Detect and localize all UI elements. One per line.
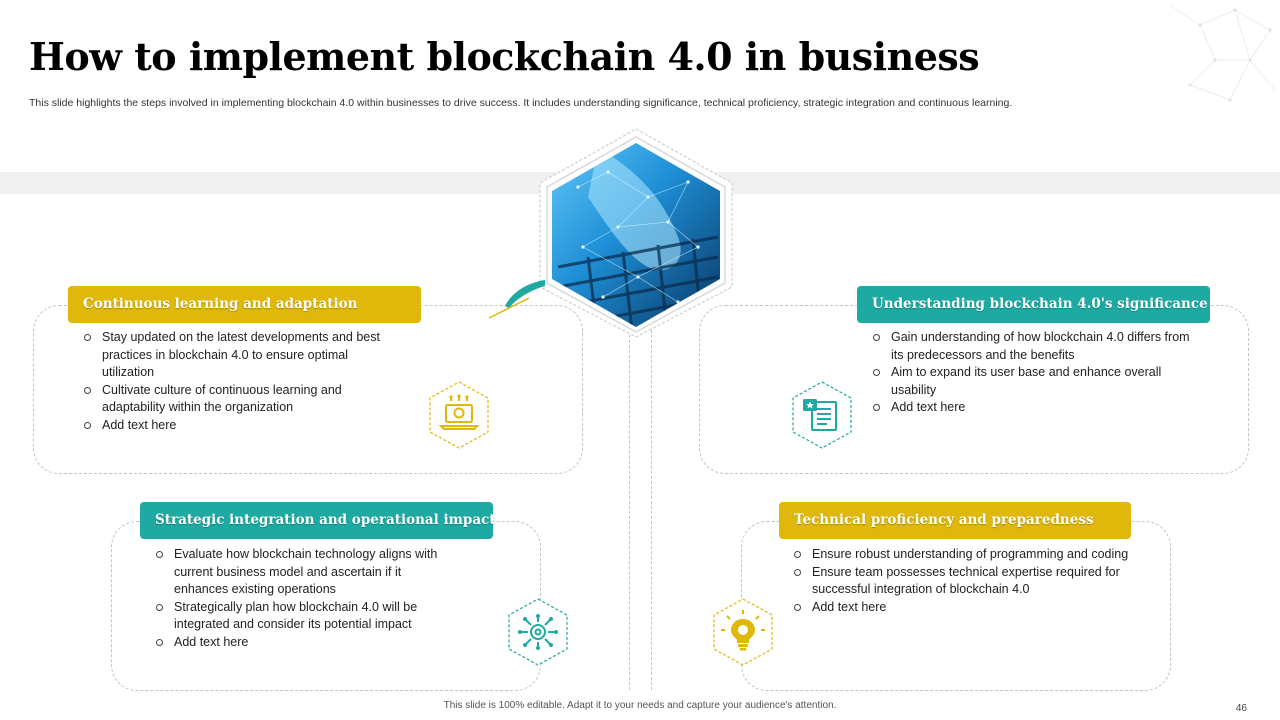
bullets-technical-proficiency: Ensure robust understanding of programmi… — [794, 546, 1134, 616]
documents-icon — [792, 381, 852, 449]
page-title: How to implement blockchain 4.0 in busin… — [29, 34, 980, 79]
bullets-strategic-integration: Evaluate how blockchain technology align… — [156, 546, 446, 652]
list-item: Stay updated on the latest developments … — [84, 329, 384, 382]
gear-network-icon — [508, 598, 568, 666]
list-item: Ensure team possesses technical expertis… — [794, 564, 1134, 599]
list-item: Ensure robust understanding of programmi… — [794, 546, 1134, 564]
list-item: Strategically plan how blockchain 4.0 wi… — [156, 599, 446, 634]
connector-line-left — [629, 330, 630, 690]
heading-technical-proficiency: Technical proficiency and preparedness — [779, 502, 1131, 539]
connector-line-right — [651, 330, 652, 690]
heading-strategic-integration: Strategic integration and operational im… — [140, 502, 496, 539]
accent-leaf-decoration — [488, 280, 545, 319]
list-item: Gain understanding of how blockchain 4.0… — [873, 329, 1193, 364]
footer-note: This slide is 100% editable. Adapt it to… — [443, 700, 837, 711]
blockchain-hexagon-image — [539, 128, 733, 338]
list-item: Add text here — [156, 634, 446, 652]
list-item: Add text here — [794, 599, 1134, 617]
heading-blockchain-significance: Understanding blockchain 4.0's significa… — [857, 286, 1210, 323]
bullets-continuous-learning: Stay updated on the latest developments … — [84, 329, 384, 435]
lightbulb-icon — [713, 598, 773, 666]
list-item: Add text here — [873, 399, 1193, 417]
list-item: Cultivate culture of continuous learning… — [84, 382, 384, 417]
bullets-blockchain-significance: Gain understanding of how blockchain 4.0… — [873, 329, 1193, 417]
ai-laptop-icon — [429, 381, 489, 449]
heading-continuous-learning: Continuous learning and adaptation — [68, 286, 421, 323]
list-item: Add text here — [84, 417, 384, 435]
network-pattern-decoration — [1169, 4, 1276, 102]
page-subtitle: This slide highlights the steps involved… — [29, 97, 1013, 109]
list-item: Aim to expand its user base and enhance … — [873, 364, 1193, 399]
list-item: Evaluate how blockchain technology align… — [156, 546, 446, 599]
page-number: 46 — [1235, 703, 1247, 714]
card-continuous-learning — [33, 305, 583, 474]
